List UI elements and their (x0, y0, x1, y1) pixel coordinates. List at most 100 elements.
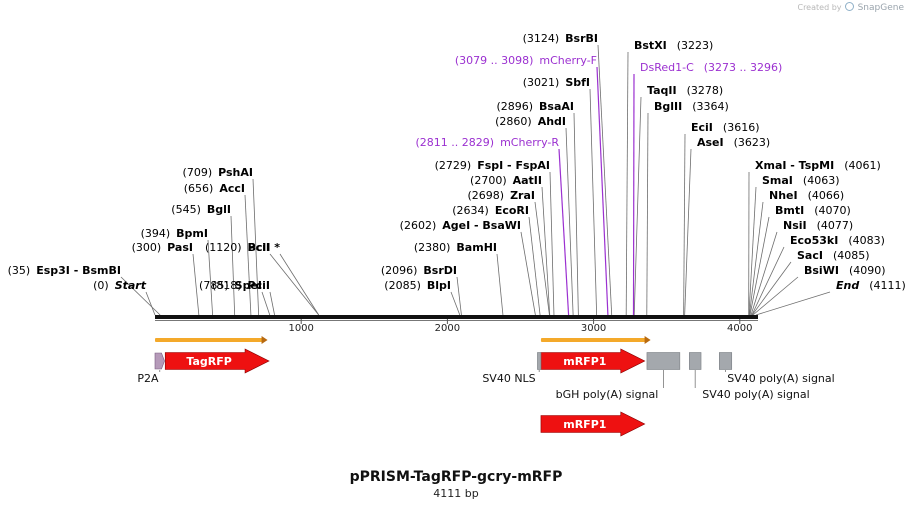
enzyme-name: BstXI (634, 39, 667, 52)
enzyme-position: (4083) (848, 234, 885, 247)
enzyme-name: BsiWI (804, 264, 839, 277)
enzyme-label: BglII (3364) (654, 100, 729, 113)
enzyme-name: SbfI (565, 76, 590, 89)
enzyme-position: (3364) (692, 100, 729, 113)
enzyme-label: TaqII(3278) (647, 84, 723, 97)
enzyme-position: (2096) (381, 264, 418, 277)
enzyme-name: BsaAI (539, 100, 574, 113)
primer-arrows (155, 336, 651, 344)
enzyme-position: (3623) (734, 136, 771, 149)
enzyme-name: XmaI - TspMI (755, 159, 834, 172)
enzyme-position: (394) (141, 227, 171, 240)
enzyme-label: AhdI(2860) (495, 115, 566, 128)
map-subtitle: 4111 bp (433, 487, 479, 500)
feature-box: bGH poly(A) signal (556, 352, 681, 401)
enzyme-label: BclI * (248, 241, 281, 254)
enzyme-position: (545) (171, 203, 201, 216)
primer-label: mCherry-R(2811 .. 2829) (416, 136, 560, 149)
enzyme-label: BpmI(394) (141, 227, 208, 240)
enzyme-leader (496, 253, 504, 316)
enzyme-leader (261, 291, 271, 316)
enzyme-position: (4063) (803, 174, 840, 187)
enzyme-labels: BsrBI(3124)BstXI(3223)SbfI(3021)TaqII(32… (8, 32, 906, 292)
primer-arrow (155, 338, 264, 342)
enzyme-name: EciI (691, 121, 713, 134)
feature-pentagon: P2A (137, 352, 165, 385)
enzyme-name: Esp3I - BsmBI (36, 264, 121, 277)
enzyme-leader (589, 88, 598, 316)
branding-prefix: Created by (797, 3, 842, 12)
enzyme-position: (3616) (723, 121, 760, 134)
enzyme-label: AseI (3623) (697, 136, 770, 149)
enzyme-label: PasI (300) (132, 241, 193, 254)
enzyme-label: SacI(4085) (797, 249, 870, 262)
enzyme-label: NsiI(4077) (783, 219, 853, 232)
enzyme-position: (0) (93, 279, 109, 292)
enzyme-leader (646, 112, 649, 316)
enzyme-name: PciI (248, 241, 270, 254)
enzyme-name: EcoRI (495, 204, 529, 217)
ruler-label: 2000 (435, 323, 460, 334)
map-title: pPRISM-TagRFP-gcry-mRFP (349, 469, 563, 485)
feature-p2a-shape (154, 352, 165, 370)
enzyme-name: BsrBI (565, 32, 598, 45)
enzyme-position: (3278) (687, 84, 724, 97)
enzyme-position: (656) (184, 182, 214, 195)
enzyme-position: (2896) (496, 100, 533, 113)
enzyme-position: (1120) (205, 241, 242, 254)
enzyme-position: (818) (212, 279, 242, 292)
enzyme-name: BglII (654, 100, 682, 113)
feature-box-shape (646, 352, 681, 370)
primer-name: mCherry-R (500, 136, 559, 149)
feature-box-shape (719, 352, 733, 370)
enzyme-name: PasI (167, 241, 193, 254)
enzyme-label: BstXI(3223) (634, 39, 713, 52)
enzyme-leader (749, 216, 770, 316)
enzyme-leader (450, 291, 461, 316)
enzyme-position: (300) (132, 241, 162, 254)
enzyme-label: NheI (4066) (769, 189, 844, 202)
enzyme-leader (520, 231, 536, 316)
enzyme-position: (3021) (523, 76, 560, 89)
enzyme-leader (751, 246, 785, 316)
enzyme-name: AseI (697, 136, 724, 149)
enzyme-label: BglI(545) (171, 203, 231, 216)
backbone (155, 315, 758, 321)
enzyme-leader (528, 216, 541, 316)
feature-box: SV40 poly(A) signal (689, 352, 810, 401)
primer-leader (596, 66, 609, 316)
enzyme-position: (2380) (414, 241, 451, 254)
primer-range: (3079 .. 3098) (455, 54, 534, 67)
feature-arrow: mRFP1 (540, 348, 646, 374)
enzyme-leader (749, 201, 764, 316)
enzyme-leader (683, 133, 686, 316)
enzyme-leader (230, 215, 236, 316)
primer-leader (632, 73, 635, 316)
feature-box-shape (537, 352, 542, 370)
enzyme-leader (549, 171, 555, 316)
enzyme-name: PciI (248, 279, 270, 292)
primer-name: DsRed1-C (640, 61, 694, 74)
enzyme-label: ZraI(2698) (468, 189, 536, 202)
enzyme-name: NheI (769, 189, 798, 202)
feature-box-shape (689, 352, 702, 370)
primer-arrow (540, 338, 647, 342)
enzyme-position: (4066) (808, 189, 845, 202)
enzyme-label: EcoRI(2634) (452, 204, 529, 217)
ruler-label: 4000 (727, 323, 752, 334)
enzyme-position: (785) (199, 279, 229, 292)
ruler-label: 1000 (288, 323, 313, 334)
enzyme-position: (4090) (849, 264, 886, 277)
enzyme-label: EciI (3616) (691, 121, 759, 134)
primer-leader (558, 148, 570, 316)
enzyme-leader (625, 51, 629, 316)
enzyme-label: FspI - FspAI(2729) (435, 159, 550, 172)
feature-label: P2A (137, 372, 159, 385)
enzyme-name: Start (115, 279, 147, 292)
feature-arrow: TagRFP (164, 348, 270, 374)
enzyme-label: AccI(656) (184, 182, 245, 195)
enzyme-position: (4111) (869, 279, 906, 292)
